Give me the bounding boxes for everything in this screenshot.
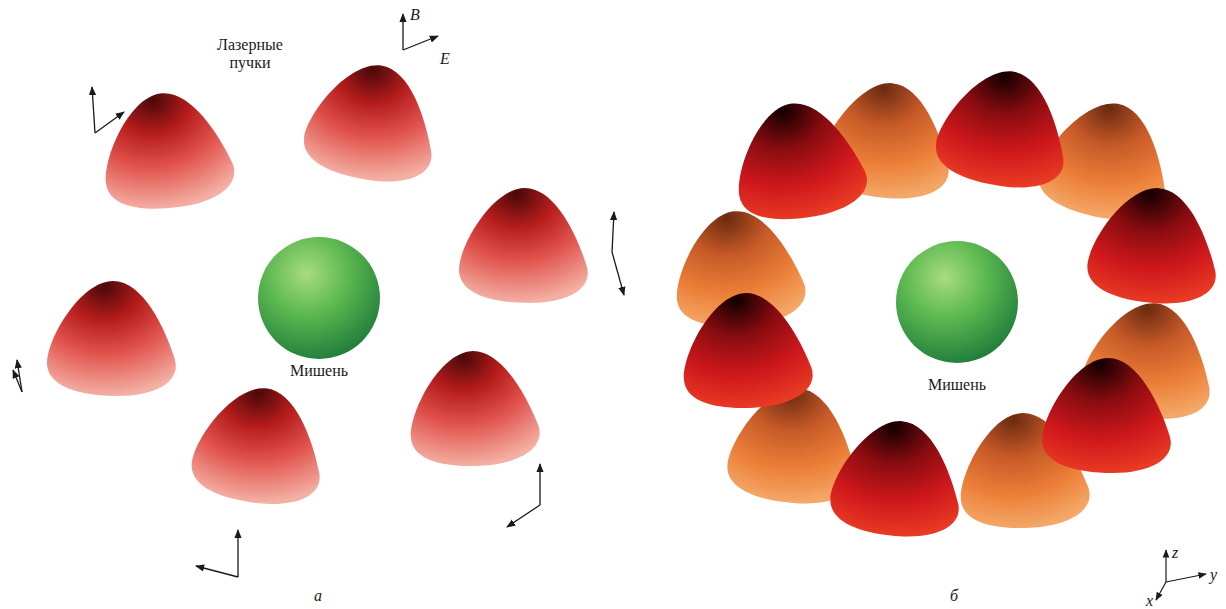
laser-beams-a [47, 56, 588, 509]
laser-beam [932, 62, 1076, 194]
field-label: B [410, 6, 420, 24]
laser-beams-b [668, 62, 1221, 540]
laser-beam [725, 93, 872, 229]
laser-beam [300, 56, 444, 188]
target-sphere [895, 240, 1019, 364]
field-label: E [440, 50, 450, 68]
field-axes [13, 14, 624, 577]
laser-beam [95, 85, 239, 217]
laser-beam [459, 188, 588, 303]
target-node: Мишень [895, 240, 1019, 396]
laser-beam [678, 289, 815, 413]
axis-label: x [1146, 592, 1153, 609]
laser-beam [405, 347, 542, 471]
target-node: Мишень [257, 236, 381, 382]
beams-label: Лазерные пучки [205, 36, 295, 72]
axis-label: y [1210, 566, 1217, 584]
target-label: Мишень [895, 376, 1019, 394]
target-sphere [257, 236, 381, 360]
target-label: Мишень [257, 362, 381, 380]
laser-beam [828, 417, 965, 541]
laser-beam [1042, 358, 1171, 473]
laser-beam [47, 281, 176, 396]
coordinate-axes [1156, 550, 1206, 600]
laser-beam [1085, 184, 1222, 308]
axis-label: z [1172, 544, 1178, 562]
panel-label: а [314, 587, 322, 605]
laser-beam [188, 381, 328, 509]
panel-label: б [950, 587, 958, 605]
